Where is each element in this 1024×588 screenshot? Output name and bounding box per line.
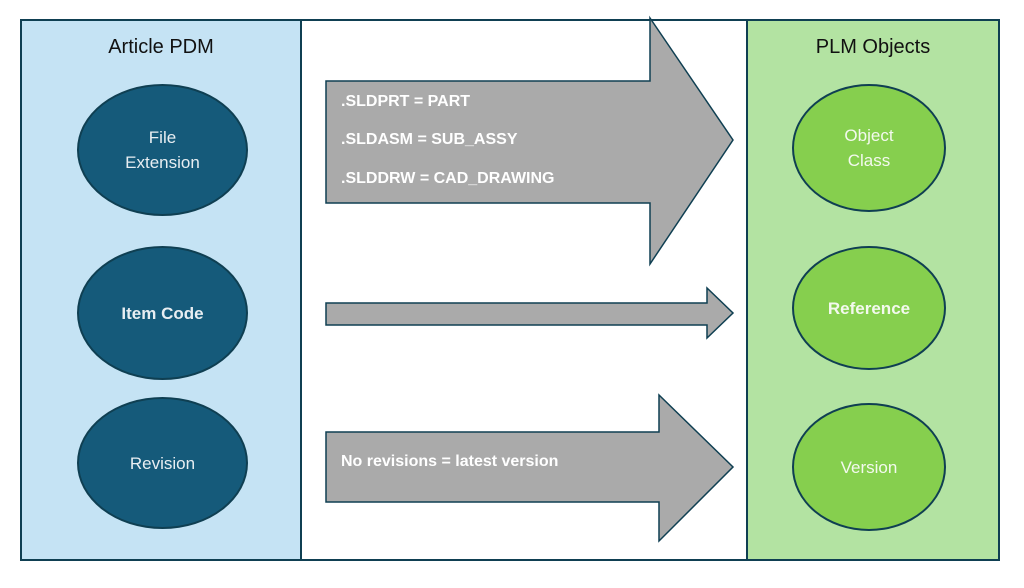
item-code-arrow (325, 286, 735, 340)
mapping-sldasm: .SLDASM = SUB_ASSY (341, 131, 518, 148)
mapping-slddrw: .SLDDRW = CAD_DRAWING (341, 170, 555, 187)
file-extension-node: File Extension (77, 84, 248, 216)
reference-node: Reference (792, 246, 946, 370)
file-extension-arrow (325, 15, 734, 267)
revision-node: Revision (77, 397, 248, 529)
revision-arrow (325, 393, 735, 543)
object-class-node: Object Class (792, 84, 946, 212)
mapping-revision: No revisions = latest version (341, 453, 559, 470)
mapping-sldprt: .SLDPRT = PART (341, 93, 471, 110)
version-node: Version (792, 403, 946, 531)
item-code-node: Item Code (77, 246, 248, 380)
plm-objects-title: PLM Objects (815, 36, 931, 58)
article-pdm-title: Article PDM (108, 36, 214, 58)
